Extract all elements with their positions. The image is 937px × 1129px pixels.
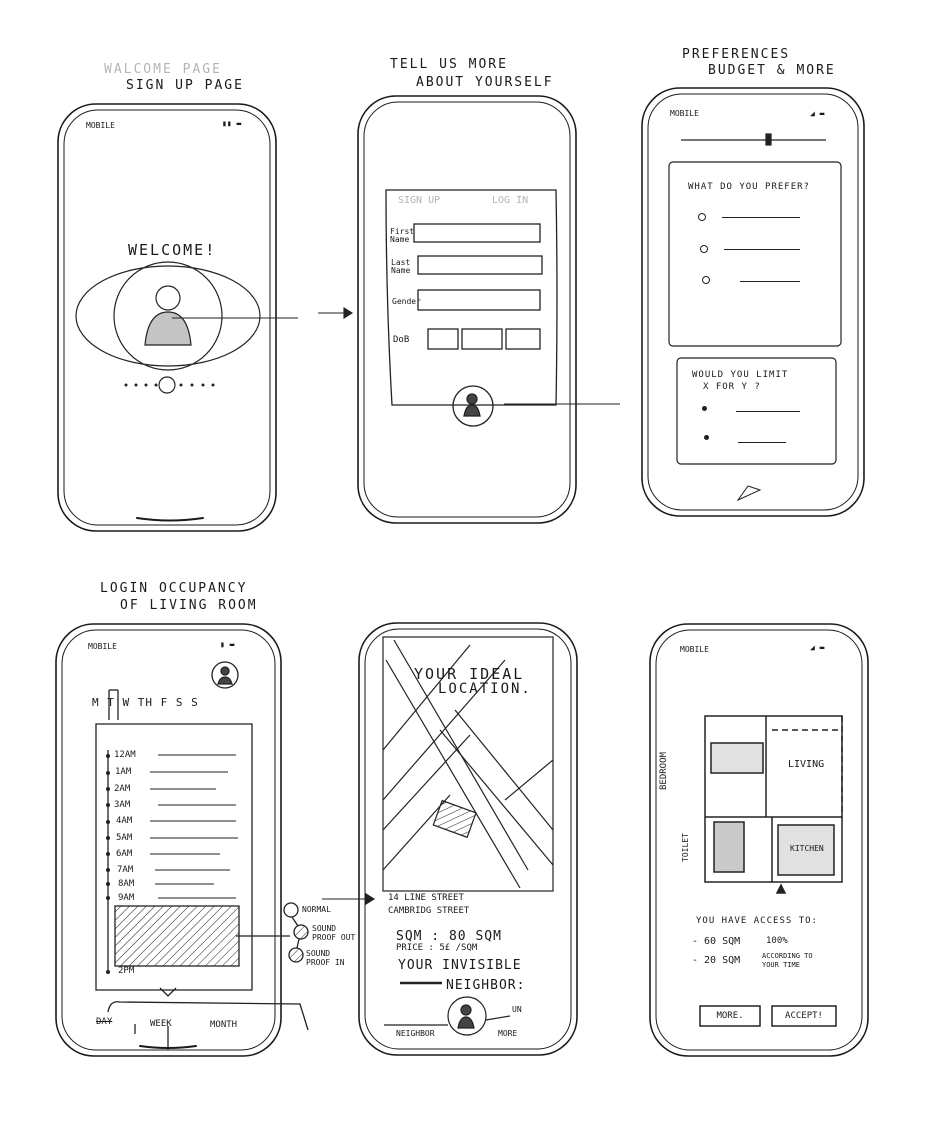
screen-3-question-2-line1: WOULD YOU LIMIT <box>692 370 789 380</box>
screen-3-next-button[interactable] <box>736 482 764 504</box>
screen-2-dob-label: DoB <box>393 335 410 345</box>
screen-4-hour-2am: 2AM <box>114 784 131 794</box>
screen-2-last-name-label: Last Name <box>391 258 411 275</box>
screen-1-user-avatar[interactable] <box>145 285 191 347</box>
phone-5-frame <box>358 622 578 1056</box>
screen-2-caption-line1: TELL US MORE <box>390 57 508 72</box>
screen-4-hour-12am: 12AM <box>114 750 136 760</box>
screen-6-access-title: YOU HAVE ACCESS TO: <box>696 916 818 926</box>
screen-4-caption-line1: LOGIN OCCUPANCY <box>100 581 248 596</box>
screen-4-profile-avatar[interactable] <box>211 661 239 689</box>
screen-3-option-1[interactable] <box>698 213 706 221</box>
screen-4-legend-out: SOUND PROOF OUT <box>312 924 356 942</box>
screen-5-invisible-line1: YOUR INVISIBLE <box>398 958 522 973</box>
screen-2-tab-login[interactable]: LOG IN <box>492 195 529 206</box>
screen-6-item2-sqm: - 20 SQM <box>692 955 741 966</box>
screen-2-gender-input[interactable] <box>418 290 540 310</box>
screen-6-room-toilet[interactable]: TOILET <box>681 833 690 862</box>
screen-4-tab-month[interactable]: MONTH <box>210 1020 238 1030</box>
screen-3-status-icons: ◢ ▬ <box>810 109 825 118</box>
screen-5-title-line1: YOUR IDEAL <box>414 665 525 683</box>
screen-4-carrier: MOBILE <box>88 642 117 651</box>
screen-3-limit-option-1[interactable] <box>702 406 707 411</box>
screen-2-dob-month-input[interactable] <box>462 329 502 349</box>
screen-2-first-name-input[interactable] <box>414 224 540 242</box>
screen-1-caption-faint: WALCOME PAGE <box>104 62 222 77</box>
screen-4-hour-6am: 6AM <box>116 849 133 859</box>
screen-6-item1-sqm: - 60 SQM <box>692 936 741 947</box>
screen-4-day-selector[interactable]: M T W TH F S S <box>92 696 199 709</box>
screen-4-occupied-block[interactable] <box>115 906 239 966</box>
screen-3-caption-line1: PREFERENCES <box>682 47 791 62</box>
screen-6-accept-button[interactable]: ACCEPT! <box>785 1011 823 1021</box>
screen-4-caption-line2: OF LIVING ROOM <box>120 598 258 613</box>
phone-2-frame <box>357 95 577 524</box>
screen-2-dob-day-input[interactable] <box>428 329 458 349</box>
screen-4-hour-9am: 9AM <box>118 893 135 903</box>
screen-4-status-icons: ▮ ▬ <box>220 640 235 649</box>
screen-5-neighbor-avatar[interactable] <box>448 997 486 1035</box>
screen-4-tab-day[interactable]: DAY <box>96 1017 113 1027</box>
screen-4-hour-4am: 4AM <box>116 816 133 826</box>
screen-6-more-button[interactable]: MORE. <box>716 1011 744 1021</box>
screen-4-legend-normal: NORMAL <box>302 905 331 914</box>
screen-6-carrier: MOBILE <box>680 645 709 654</box>
screen-2-last-name-input[interactable] <box>418 256 542 274</box>
screen-3-carrier: MOBILE <box>670 109 699 118</box>
screen-1-welcome-title: WELCOME! <box>128 241 217 259</box>
screen-6-item1-pct: 100% <box>766 936 788 946</box>
screen-5-more-button[interactable]: MORE <box>498 1029 518 1038</box>
screen-6-item2-note: ACCORDING TO YOUR TIME <box>762 952 813 969</box>
screen-3-question: WHAT DO YOU PREFER? <box>688 182 810 192</box>
screen-4-hour-2pm: 2PM <box>118 966 135 976</box>
screen-6-room-living[interactable]: LIVING <box>788 759 825 770</box>
screen-1-carrier: MOBILE <box>86 121 115 130</box>
screen-1-status-icons: ▮▮ ▬ <box>222 119 242 128</box>
screen-1-page-dot-active[interactable] <box>159 377 175 393</box>
screen-6-status-icons: ◢ ▬ <box>810 643 825 652</box>
screen-3-budget-slider[interactable] <box>681 133 827 147</box>
screen-2-first-name-label: First Name <box>390 227 415 244</box>
screen-5-invisible-line2: NEIGHBOR: <box>446 978 526 993</box>
screen-2-caption-line2: ABOUT YOURSELF <box>416 75 554 90</box>
screen-3-limit-option-2[interactable] <box>704 435 709 440</box>
screen-4-hour-3am: 3AM <box>114 800 131 810</box>
screen-3-option-3[interactable] <box>702 276 710 284</box>
screen-5-price: PRICE : 5£ /SQM <box>396 943 478 953</box>
screen-4-legend-in: SOUND PROOF IN <box>306 949 345 967</box>
screen-3-question-2-line2: X FOR Y ? <box>703 382 761 392</box>
screen-5-neighbor-label: NEIGHBOR <box>396 1029 435 1038</box>
screen-5-sqm: SQM : 80 SQM <box>396 929 502 944</box>
screen-4-hour-1am: 1AM <box>115 767 132 777</box>
screen-2-tab-signup[interactable]: SIGN UP <box>398 195 441 206</box>
screen-4-expand-chevron[interactable] <box>156 984 180 1000</box>
screen-5-address-line2: CAMBRIDG STREET <box>388 906 470 916</box>
screen-4-hour-5am: 5AM <box>116 833 133 843</box>
screen-3-caption-line2: BUDGET & MORE <box>708 63 836 78</box>
screen-6-room-kitchen[interactable]: KITCHEN <box>790 844 824 853</box>
screen-6-room-bedroom[interactable]: BEDROOM <box>659 752 669 790</box>
screen-4-hour-7am: 7AM <box>117 865 134 875</box>
screen-1-caption: SIGN UP PAGE <box>126 78 244 93</box>
screen-5-un-label: UN <box>512 1005 522 1014</box>
screen-5-address-line1: 14 LINE STREET <box>388 893 464 903</box>
phone-3-frame <box>641 87 865 517</box>
screen-2-gender-label: Gender <box>392 297 421 306</box>
screen-2-dob-year-input[interactable] <box>506 329 540 349</box>
screen-5-title-line2: LOCATION. <box>438 681 532 697</box>
phone-6-frame <box>649 623 869 1057</box>
screen-4-hour-8am: 8AM <box>118 879 135 889</box>
screen-5-location-marker[interactable] <box>432 802 478 836</box>
screen-3-option-2[interactable] <box>700 245 708 253</box>
screen-2-avatar-button[interactable] <box>453 386 493 426</box>
phone-4-frame <box>55 623 282 1057</box>
screen-4-tab-week[interactable]: WEEK <box>150 1019 172 1029</box>
